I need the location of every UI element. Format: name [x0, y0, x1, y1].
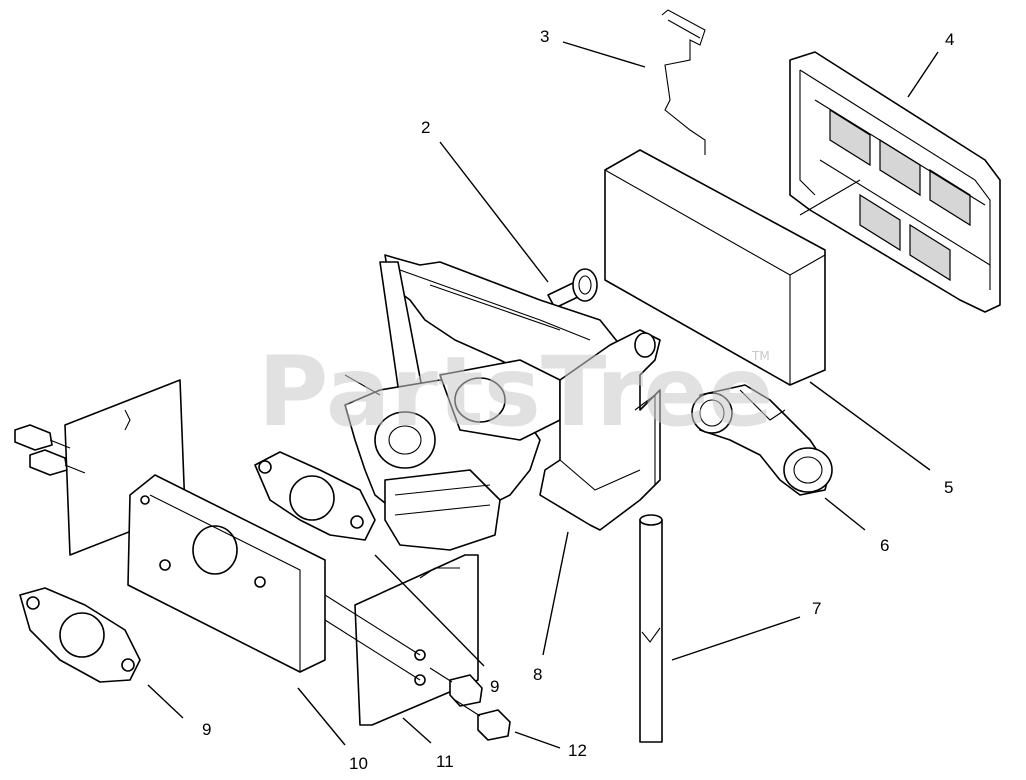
rod[interactable] [639, 514, 663, 743]
callout-9-upper: 9 [490, 677, 499, 696]
carburetor-bracket[interactable] [539, 329, 661, 531]
callout-4: 4 [945, 30, 954, 49]
callout-12: 12 [568, 741, 587, 760]
watermark-trademark: TM [751, 349, 770, 363]
spacer-plate[interactable] [127, 474, 326, 673]
callout-3: 3 [540, 27, 549, 46]
air-filter-cover[interactable] [789, 51, 1001, 313]
callout-10: 10 [349, 754, 368, 773]
gasket-upper[interactable] [254, 451, 376, 541]
spring-clip[interactable] [661, 9, 706, 155]
bolt-lower[interactable] [454, 699, 511, 741]
bolt-lower-left[interactable] [29, 449, 86, 476]
callout-6: 6 [880, 536, 889, 555]
air-filter-element[interactable] [604, 149, 826, 386]
callout-9-lower: 9 [202, 720, 211, 739]
callout-7: 7 [812, 599, 821, 618]
callout-11: 11 [436, 752, 454, 771]
callout-8: 8 [533, 665, 542, 684]
gasket-lower[interactable] [19, 587, 141, 683]
screw[interactable] [547, 268, 598, 309]
bolt-upper-left[interactable] [14, 424, 71, 451]
callout-5: 5 [944, 478, 953, 497]
bolt-middle[interactable] [429, 667, 483, 707]
watermark: PartsTree [258, 336, 773, 448]
callout-2: 2 [421, 118, 430, 137]
breather-elbow[interactable] [691, 384, 833, 496]
